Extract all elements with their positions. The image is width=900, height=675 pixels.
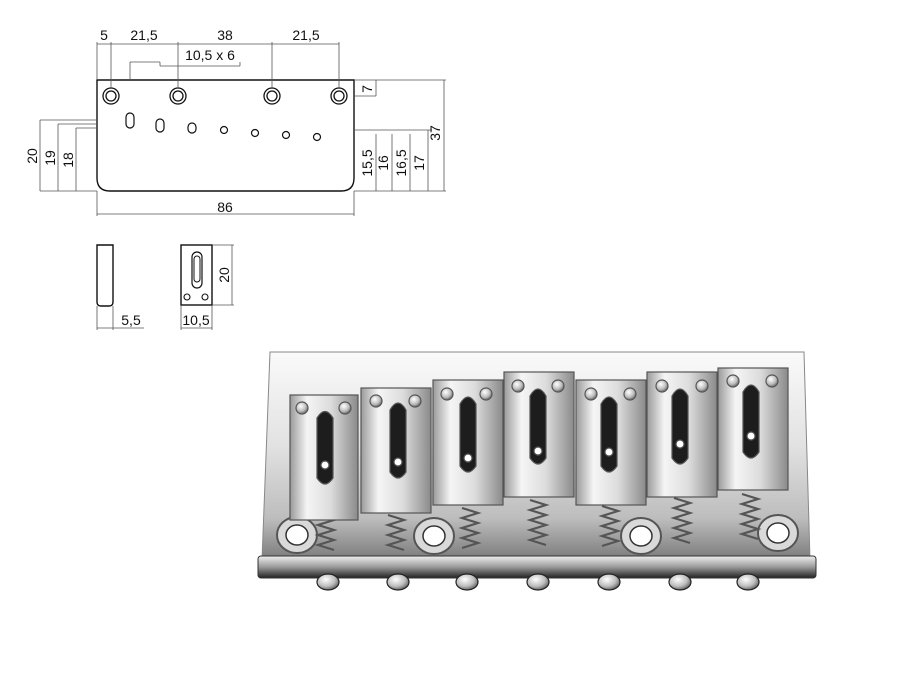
- saddle-block: [503, 371, 575, 498]
- saddle-springs: [314, 492, 762, 552]
- dim-right-16-label: 16: [375, 155, 391, 171]
- dim-saddle-width-label: 10,5: [182, 312, 209, 328]
- dim-height-label: 37: [427, 125, 443, 141]
- dim-saddle-height-label: 20: [216, 267, 232, 283]
- dim-left-gap-label: 21,5: [130, 27, 157, 43]
- dim-left-20-label: 20: [24, 148, 40, 164]
- bridge-plate-outline: [96, 79, 355, 192]
- dim-center-label: 38: [217, 27, 233, 43]
- plate-side-profile: [96, 244, 114, 307]
- dim-right-17-label: 17: [411, 155, 427, 171]
- saddle-block: [289, 394, 359, 521]
- bridge-photo: [257, 351, 817, 591]
- dim-right-gap-label: 21,5: [292, 27, 319, 43]
- dim-left-18-label: 18: [60, 152, 76, 168]
- dim-hole-offset-label: 7: [359, 85, 375, 93]
- dim-right-15-5-label: 15,5: [359, 149, 375, 176]
- string-holes: [125, 112, 322, 142]
- saddle-block: [575, 379, 647, 506]
- saddle-block: [646, 371, 718, 498]
- dim-edge-label: 5: [100, 27, 108, 43]
- dim-left-19-label: 19: [42, 150, 58, 166]
- top-dimension-lines: [39, 42, 446, 216]
- intonation-screws: [316, 573, 760, 591]
- saddle-block: [360, 387, 432, 514]
- saddle-block: [717, 367, 789, 491]
- dim-width-label: 86: [217, 199, 233, 215]
- saddle-block: [432, 379, 504, 506]
- saddle-slot: [191, 251, 203, 289]
- side-view-drawing: 5,5: [96, 244, 144, 330]
- top-view-drawing: 5 21,5 38 10,5 x 6 21,5 86 20 19 18 7 15…: [24, 27, 446, 216]
- saddle-drawing: 10,5 20: [180, 244, 234, 330]
- bridge-mounting-holes: [276, 514, 799, 555]
- dim-spacing-label: 10,5 x 6: [185, 47, 235, 63]
- dim-right-16-5-label: 16,5: [393, 149, 409, 176]
- saddle-blocks: [289, 367, 789, 521]
- dim-thickness-label: 5,5: [121, 312, 141, 328]
